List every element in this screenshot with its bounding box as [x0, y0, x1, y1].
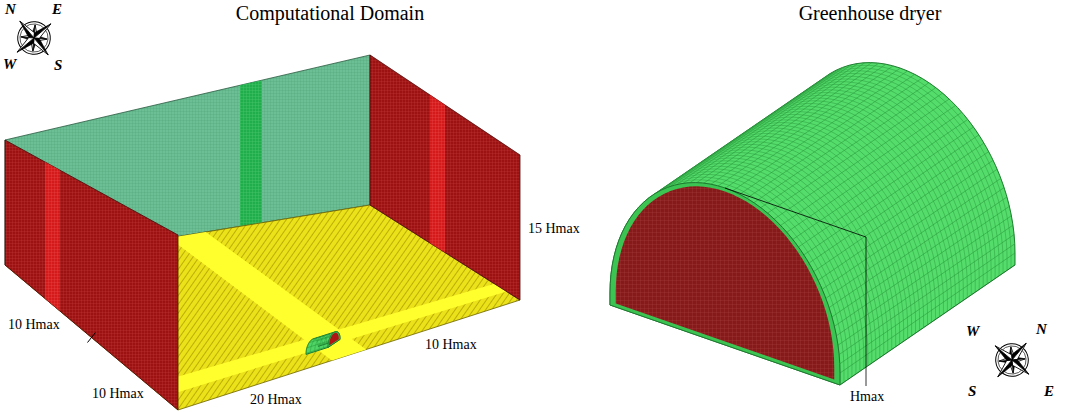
dimension-label: 15 Hmax	[528, 222, 580, 237]
dimension-label: 10 Hmax	[425, 338, 477, 353]
mesh-line	[306, 339, 318, 355]
compass-letter: S	[968, 384, 976, 400]
dimension-line	[866, 237, 867, 386]
side-wall	[5, 140, 178, 410]
floor-band	[169, 232, 366, 361]
mesh-line	[652, 76, 827, 196]
dryer-end-face	[616, 186, 835, 379]
compass-ring	[989, 337, 1035, 383]
dimension-label: 20 Hmax	[250, 393, 302, 408]
mesh-line	[823, 65, 1011, 267]
panel-title: Computational Domain	[236, 3, 424, 24]
dryer-end-face	[329, 333, 339, 346]
compass-letter: W	[3, 57, 16, 73]
dryer-model	[306, 332, 340, 355]
extension-line	[725, 188, 866, 237]
mesh-line	[783, 93, 971, 295]
floor-band	[149, 284, 507, 397]
wall-band	[240, 80, 262, 226]
mesh-line	[799, 82, 987, 284]
dimension-line	[725, 188, 866, 386]
mesh-line	[807, 76, 995, 278]
mesh-line	[815, 71, 1003, 273]
compass-letter: W	[966, 324, 979, 340]
compass-point	[15, 35, 37, 55]
mesh-line	[787, 90, 975, 292]
dimension-tick	[88, 333, 96, 343]
dryer-shell	[610, 63, 1015, 385]
dimension-label: 10 Hmax	[8, 318, 60, 333]
dryer-model	[610, 63, 1015, 385]
compass-point-half	[15, 35, 34, 52]
compass-letter: E	[1044, 384, 1054, 400]
dimension-label: 10 Hmax	[92, 387, 144, 402]
compass-letter: S	[54, 58, 62, 74]
dryer-shell	[306, 332, 340, 355]
compass-ring	[992, 340, 1032, 380]
compass-letter: E	[52, 2, 62, 18]
compass-ring	[11, 15, 57, 61]
compass-point	[995, 358, 1015, 380]
compass-letter: N	[5, 2, 16, 18]
dryer-end-rim	[610, 183, 840, 385]
wall-band	[45, 162, 60, 311]
compass-point-half	[995, 343, 1014, 360]
dimension-label: Hmax	[850, 390, 884, 405]
compass-point	[1010, 357, 1032, 377]
panel-title: Greenhouse dryer	[799, 3, 942, 24]
dryer-mesh	[306, 332, 340, 355]
mesh-line	[811, 74, 999, 276]
compass-letter: N	[1036, 322, 1047, 338]
dryer-end-rim	[328, 332, 340, 348]
mesh-line	[827, 63, 1015, 265]
mesh-line	[306, 346, 328, 353]
mesh-line	[791, 87, 979, 289]
wall-band	[430, 95, 445, 253]
mesh-line	[819, 68, 1007, 270]
domain-box	[5, 55, 520, 410]
compass-point	[993, 343, 1015, 363]
mesh-line	[328, 332, 340, 348]
mesh-line	[795, 84, 983, 286]
compass-ring	[14, 18, 54, 58]
side-wall	[370, 55, 520, 300]
mesh-line	[803, 79, 991, 281]
compass-rose	[981, 329, 1043, 391]
